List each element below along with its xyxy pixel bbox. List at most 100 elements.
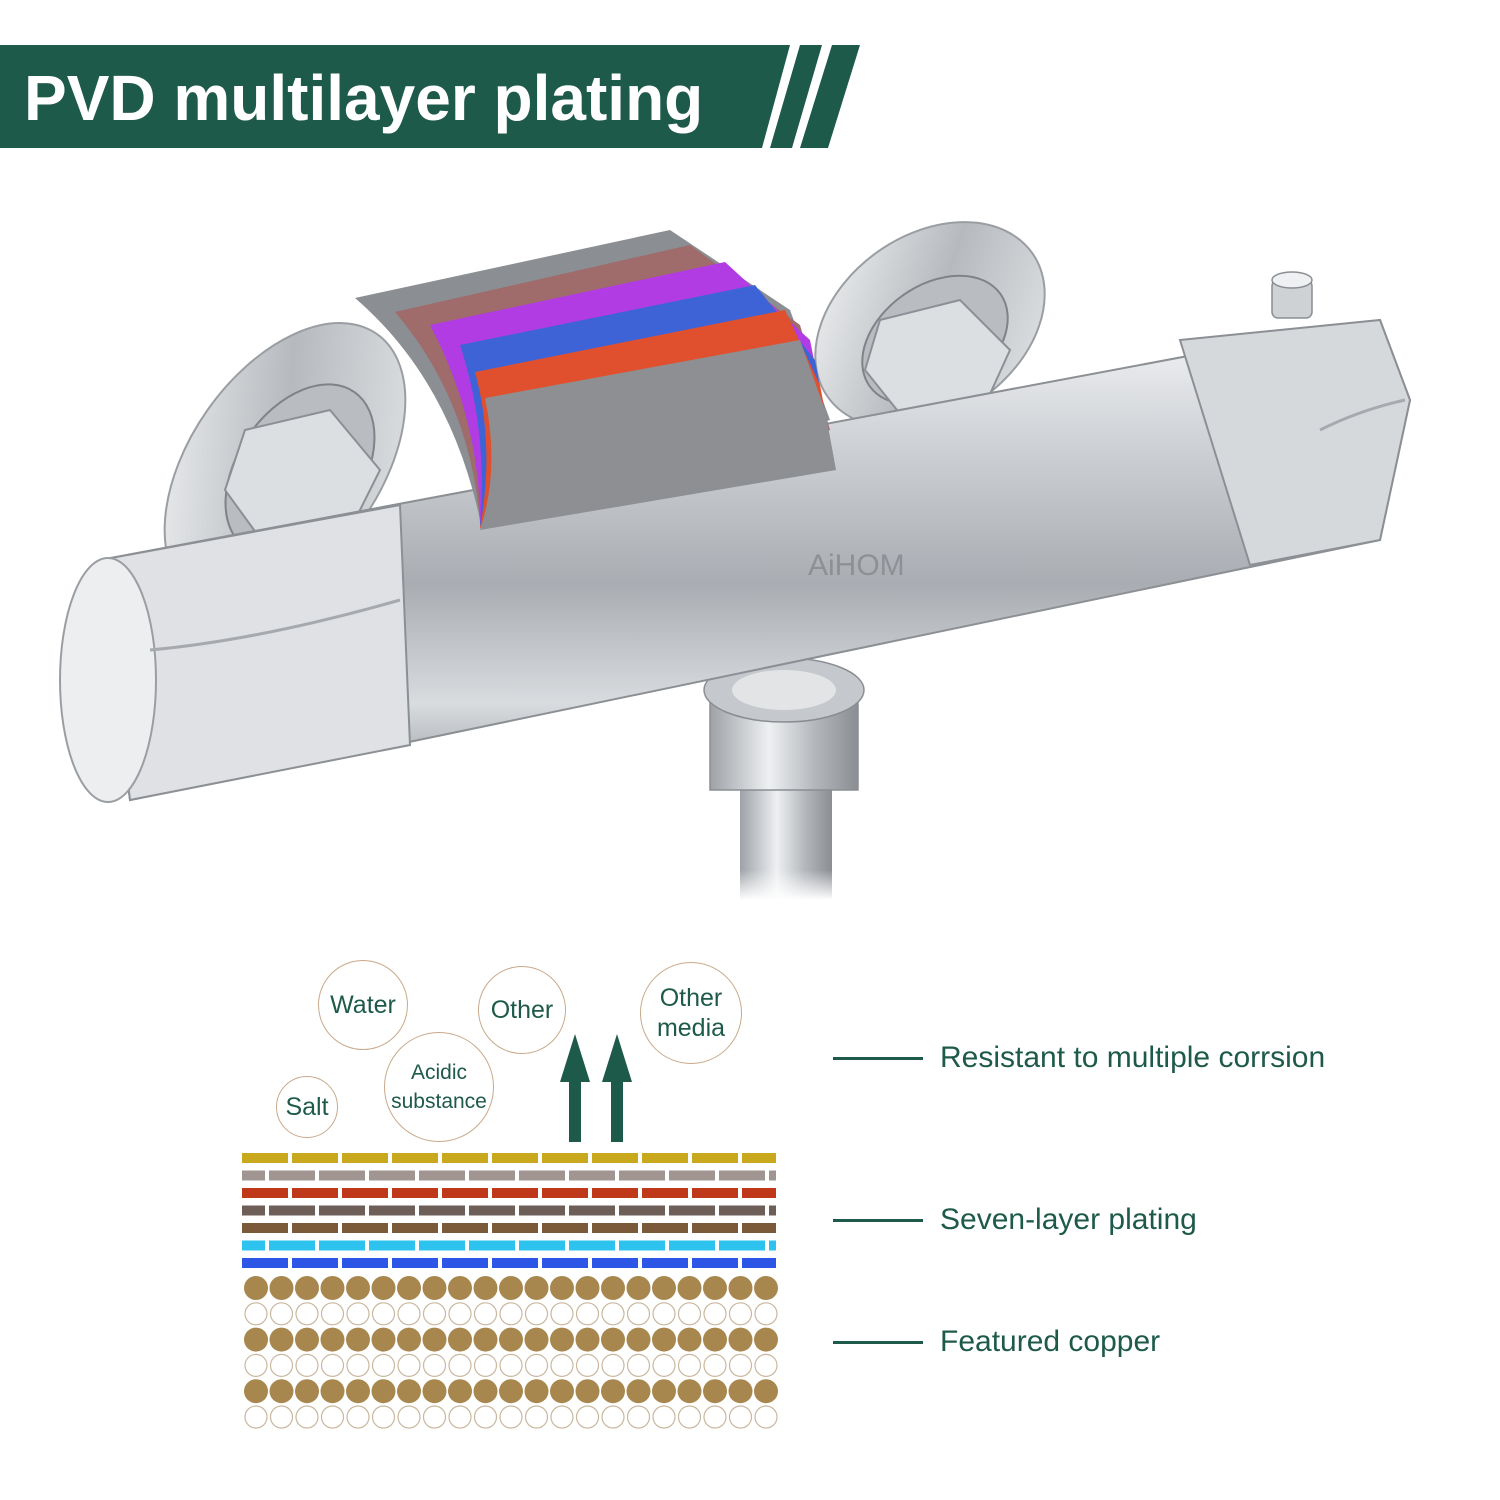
copper-particle [269,1276,294,1300]
copper-particle-outline [295,1302,319,1326]
plating-brick [442,1153,488,1163]
copper-particle [473,1327,498,1352]
copper-particle [703,1379,727,1404]
plating-brick [292,1153,338,1163]
copper-particle-outline [626,1405,651,1429]
copper-particle-outline [601,1302,625,1326]
copper-particle-outline [499,1353,523,1378]
copper-particle [575,1379,600,1404]
copper-particle [499,1327,523,1352]
plating-brick [369,1205,415,1216]
copper-particle-outline [754,1405,778,1429]
copper-particle [397,1379,421,1404]
copper-particle-outline [397,1353,421,1378]
plating-brick [769,1170,776,1181]
copper-particle-outline [473,1302,498,1326]
plating-brick [242,1223,288,1233]
copper-particle [473,1379,498,1404]
copper-particle-outline [397,1302,421,1326]
copper-particle [244,1276,268,1300]
copper-particle [422,1276,447,1300]
plating-brick [569,1170,615,1181]
copper-particle-outline [499,1405,523,1429]
brand-logo: AiHOM [808,549,905,582]
copper-particle [397,1276,421,1300]
copper-particle-outline [652,1405,676,1429]
copper-particle-outline [397,1405,421,1429]
plating-brick [542,1258,588,1268]
plating-brick [742,1258,776,1268]
plating-brick [442,1223,488,1233]
copper-particle-outline [728,1405,753,1429]
plating-brick [419,1240,465,1251]
copper-particle-outline [754,1302,778,1326]
callout-rule [833,1219,923,1222]
copper-particle-outline [295,1405,319,1429]
copper-particle [371,1327,396,1352]
plating-brick [442,1258,488,1268]
copper-particle-outline [703,1302,727,1326]
callout-rule [833,1341,923,1344]
copper-particle-outline [269,1302,294,1326]
plating-brick [319,1205,365,1216]
copper-particle-outline [524,1353,549,1378]
copper-particle [320,1276,345,1300]
copper-particle [601,1327,625,1352]
copper-particle-outline [244,1353,268,1378]
copper-particle [575,1276,600,1300]
copper-particle-outline [269,1405,294,1429]
plating-brick [242,1258,288,1268]
copper-particle [652,1379,676,1404]
copper-particle-outline [626,1302,651,1326]
copper-particle-outline [550,1405,574,1429]
plating-brick [519,1205,565,1216]
valve-body: AiHOM [59,271,1412,803]
plating-brick [692,1188,738,1198]
copper-particle-outline [524,1405,549,1429]
copper-particle [677,1276,702,1300]
copper-particle-outline [499,1302,523,1326]
plating-brick [619,1240,665,1251]
up-arrow-shaft [569,1078,581,1142]
bubble-other: Other [478,966,566,1054]
copper-particle-outline [371,1405,396,1429]
plating-brick [342,1258,388,1268]
copper-particle-outline [473,1405,498,1429]
plating-brick [269,1205,315,1216]
plating-brick [592,1258,638,1268]
copper-particle [422,1327,447,1352]
copper-particle [269,1379,294,1404]
copper-particle-outline [244,1302,268,1326]
plating-brick [242,1205,265,1216]
plating-brick [342,1188,388,1198]
plating-brick [619,1205,665,1216]
copper-particle [626,1379,651,1404]
bubble-water: Water [318,960,408,1050]
copper-particle [295,1379,319,1404]
plating-brick [319,1170,365,1181]
plating-brick [492,1223,538,1233]
plating-brick [669,1205,715,1216]
copper-particle [346,1379,370,1404]
copper-particle-outline [371,1353,396,1378]
copper-particle [346,1327,370,1352]
banner-stripe [800,45,860,148]
plating-brick [719,1205,765,1216]
page-title: PVD multilayer plating [24,62,704,134]
plating-brick [642,1223,688,1233]
plating-brick [269,1170,315,1181]
copper-particle [499,1276,523,1300]
outlet-pipe [703,657,865,900]
copper-particle [448,1276,472,1300]
copper-particle [448,1327,472,1352]
copper-particle [524,1276,549,1300]
copper-particle-outline [448,1405,472,1429]
copper-base-layer [244,1276,778,1429]
copper-particle [448,1379,472,1404]
plating-brick [392,1188,438,1198]
copper-particle-outline [448,1353,472,1378]
copper-particle-outline [575,1353,600,1378]
copper-particle-outline [422,1405,447,1429]
plating-brick [519,1170,565,1181]
copper-particle [320,1327,345,1352]
